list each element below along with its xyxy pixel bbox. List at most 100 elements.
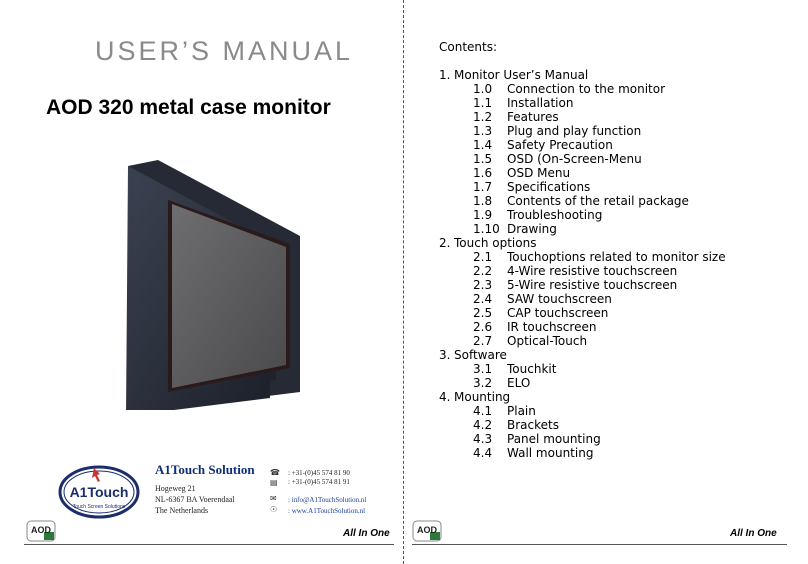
footer-rule xyxy=(412,544,787,545)
toc-number: 1.7 xyxy=(473,180,493,194)
toc-entry[interactable]: 1.7 Specifications xyxy=(439,180,726,194)
aod-badge-icon xyxy=(412,520,442,542)
toc-number: 1.8 xyxy=(473,194,493,208)
fax-icon: ▤ xyxy=(270,478,278,487)
toc-label: Safety Precaution xyxy=(507,138,613,152)
a1touch-logo: A1Touch Touch Screen Solutions xyxy=(58,465,140,519)
toc-entry[interactable]: 3.1 Touchkit xyxy=(439,362,726,376)
toc-label: Panel mounting xyxy=(507,432,601,446)
toc-number: 1.9 xyxy=(473,208,493,222)
toc-number: 2.7 xyxy=(473,334,493,348)
phone-icon: ☎ xyxy=(270,468,280,477)
toc-label: Touchoptions related to monitor size xyxy=(507,250,726,264)
aod-label: AOD xyxy=(417,525,437,535)
aod-badge-icon xyxy=(26,520,56,542)
toc-entry[interactable]: 3.Software xyxy=(439,348,726,362)
toc-number: 3.1 xyxy=(473,362,493,376)
logo-tagline: Touch Screen Solutions xyxy=(73,504,126,510)
toc-number: 2.4 xyxy=(473,292,493,306)
web-icon: ☉ xyxy=(270,505,278,514)
toc-number: 4.2 xyxy=(473,418,493,432)
toc-entry[interactable]: 1.8 Contents of the retail package xyxy=(439,194,726,208)
toc-number: 1.4 xyxy=(473,138,493,152)
toc-label: Mounting xyxy=(454,390,511,404)
toc-number: 4.1 xyxy=(473,404,493,418)
toc-label: Drawing xyxy=(507,222,557,236)
all-in-one-label: All In One xyxy=(730,528,777,539)
toc-number: 1.1 xyxy=(473,96,493,110)
phone-number: : +31-(0)45 574 81 90 xyxy=(288,469,350,477)
toc-entry[interactable]: 4.2 Brackets xyxy=(439,418,726,432)
all-in-one-label: All In One xyxy=(343,528,390,539)
web-link[interactable]: : www.A1TouchSolution.nl xyxy=(288,507,366,515)
toc-number: 1. xyxy=(439,68,451,82)
toc-entry[interactable]: 4.3 Panel mounting xyxy=(439,432,726,446)
address-line: The Netherlands xyxy=(155,506,209,515)
toc-label: Wall mounting xyxy=(507,446,594,460)
toc-entry[interactable]: 2.7 Optical-Touch xyxy=(439,334,726,348)
toc-label: Optical-Touch xyxy=(507,334,588,348)
model-title: AOD 320 metal case monitor xyxy=(46,96,331,119)
toc-label: Touch options xyxy=(454,236,537,250)
toc-number: 1.10 xyxy=(473,222,500,236)
toc-entry[interactable]: 2.Touch options xyxy=(439,236,726,250)
toc-label: Installation xyxy=(507,96,574,110)
toc-label: IR touchscreen xyxy=(507,320,597,334)
page-divider xyxy=(403,0,404,564)
toc-entry[interactable]: 1.3 Plug and play function xyxy=(439,124,726,138)
toc-entry[interactable]: 1.4 Safety Precaution xyxy=(439,138,726,152)
manual-title: USER’S MANUAL xyxy=(95,36,354,66)
toc-number: 1.3 xyxy=(473,124,493,138)
toc-number: 3. xyxy=(439,348,451,362)
toc-label: Touchkit xyxy=(507,362,557,376)
toc-entry[interactable]: 1.Monitor User’s Manual xyxy=(439,68,726,82)
toc-entry[interactable]: 1.5 OSD (On-Screen-Menu xyxy=(439,152,726,166)
toc-entry[interactable]: 1.1 Installation xyxy=(439,96,726,110)
toc-number: 2. xyxy=(439,236,451,250)
toc-entry[interactable]: 1.9 Troubleshooting xyxy=(439,208,726,222)
toc-entry[interactable]: 2.4 SAW touchscreen xyxy=(439,292,726,306)
toc-entry[interactable]: 4.4 Wall mounting xyxy=(439,446,726,460)
email-link[interactable]: : info@A1TouchSolution.nl xyxy=(288,496,367,504)
toc-label: Plug and play function xyxy=(507,124,642,138)
footer-rule xyxy=(24,544,394,545)
toc-label: OSD (On-Screen-Menu xyxy=(507,152,642,166)
toc-label: Brackets xyxy=(507,418,559,432)
toc-label: 4-Wire resistive touchscreen xyxy=(507,264,678,278)
toc-number: 4. xyxy=(439,390,451,404)
aod-label: AOD xyxy=(31,525,51,535)
contents-heading: Contents: xyxy=(439,40,498,54)
toc-label: CAP touchscreen xyxy=(507,306,609,320)
toc-entry[interactable]: 1.10 Drawing xyxy=(439,222,726,236)
toc-label: Software xyxy=(454,348,507,362)
toc-label: Monitor User’s Manual xyxy=(454,68,589,82)
toc-number: 1.5 xyxy=(473,152,493,166)
toc-label: Connection to the monitor xyxy=(507,82,666,96)
toc-label: Contents of the retail package xyxy=(507,194,689,208)
toc-label: Troubleshooting xyxy=(507,208,603,222)
toc-label: Specifications xyxy=(507,180,591,194)
monitor-image xyxy=(126,160,300,410)
toc-number: 2.3 xyxy=(473,278,493,292)
toc-label: 5-Wire resistive touchscreen xyxy=(507,278,678,292)
toc-label: SAW touchscreen xyxy=(507,292,612,306)
toc-entry[interactable]: 2.3 5-Wire resistive touchscreen xyxy=(439,278,726,292)
toc-entry[interactable]: 4.Mounting xyxy=(439,390,726,404)
fax-number: : +31-(0)45 574 81 91 xyxy=(288,478,350,486)
address-line: NL-6367 BA Voerendaal xyxy=(155,495,235,504)
cover-page: USER’S MANUAL AOD 320 metal case monitor… xyxy=(24,36,394,545)
toc-number: 4.3 xyxy=(473,432,493,446)
logo-text: A1Touch xyxy=(70,484,129,500)
toc-number: 3.2 xyxy=(473,376,493,390)
toc-number: 4.4 xyxy=(473,446,493,460)
